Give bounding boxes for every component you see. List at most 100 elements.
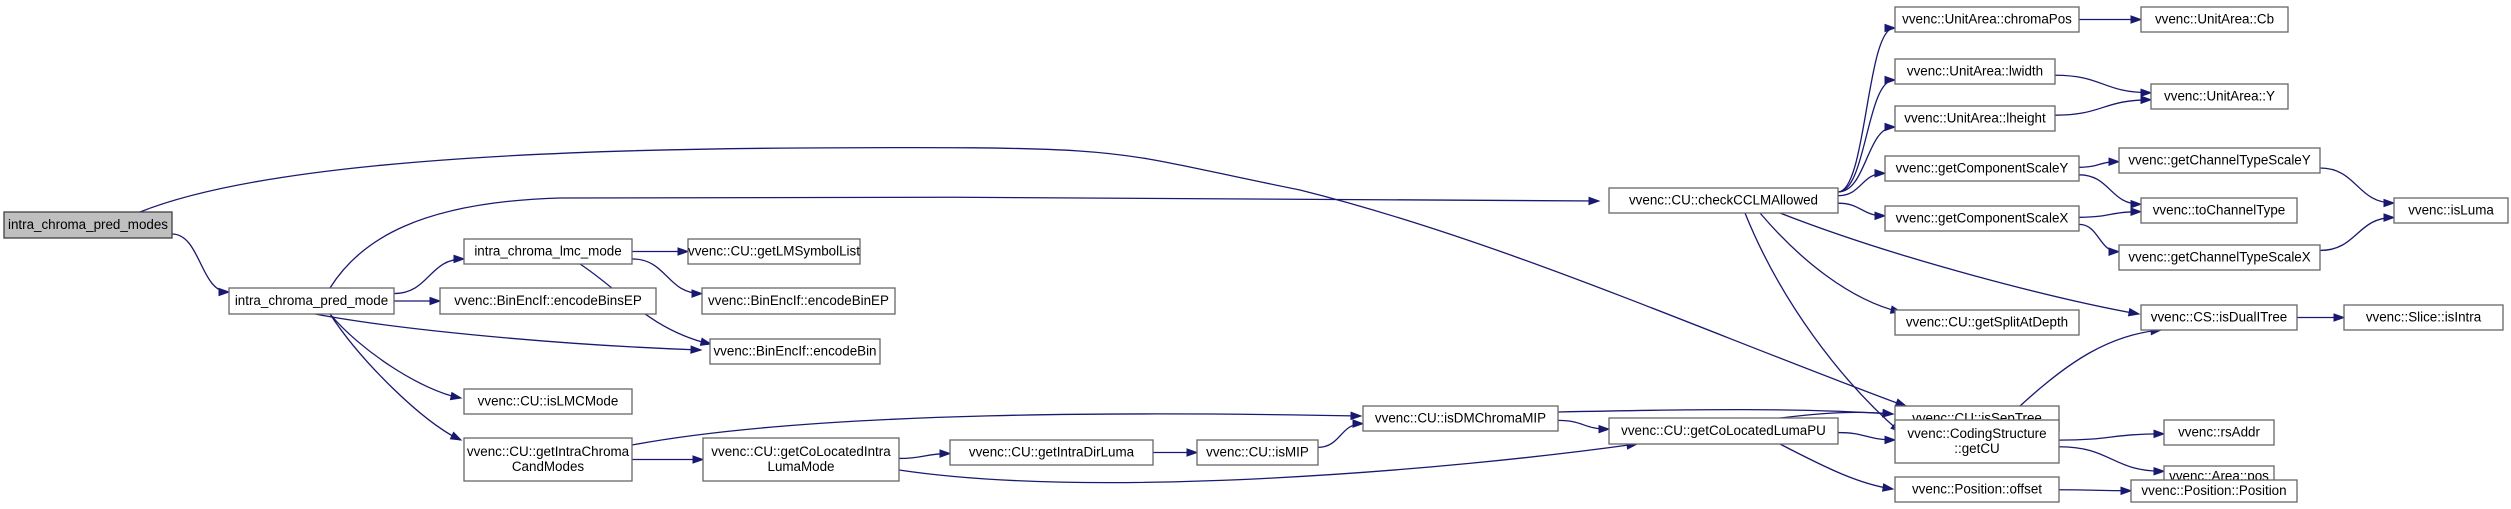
edge-line: [1837, 27, 1895, 193]
node-intra_chroma_pred_mode[interactable]: intra_chroma_pred_mode: [228, 287, 395, 315]
edge-isSepTree-to-isDualITree: [2019, 326, 2163, 407]
node-box: [2393, 197, 2509, 224]
arrowhead: [218, 287, 231, 297]
node-getCU[interactable]: vvenc::CodingStructure::getCU: [1894, 419, 2060, 464]
node-Y[interactable]: vvenc::UnitArea::Y: [2150, 83, 2289, 110]
node-label: vvenc::BinEncIf::encodeBin: [713, 344, 876, 359]
node-isLuma[interactable]: vvenc::isLuma: [2393, 197, 2509, 224]
arrowhead: [2140, 95, 2153, 105]
arrowhead: [1884, 435, 1897, 445]
edge-line: [139, 146, 1906, 407]
node-box: [2163, 419, 2275, 446]
arrowhead: [2153, 429, 2166, 439]
arrowhead: [699, 337, 713, 346]
node-getComponentScaleY[interactable]: vvenc::getComponentScaleY: [1884, 155, 2080, 182]
node-getIntraDirLuma[interactable]: vvenc::CU::getIntraDirLuma: [949, 439, 1154, 466]
node-isMIP[interactable]: vvenc::CU::isMIP: [1196, 439, 1319, 466]
node-label: vvenc::CU::getCoLocatedLumaPU: [1621, 423, 1826, 438]
node-getChannelTypeScaleX[interactable]: vvenc::getChannelTypeScaleX: [2118, 244, 2321, 271]
node-label: vvenc::CU::getLMSymbolList: [688, 244, 860, 259]
node-encodeBinsEP[interactable]: vvenc::BinEncIf::encodeBinsEP: [439, 287, 657, 315]
edge-getCoLocatedLumaPU-to-offset: [1779, 443, 1895, 492]
node-box: [2140, 6, 2289, 33]
edge-getCoLocatedLumaPU-to-getCU: [1837, 431, 1897, 445]
node-isLMCMode[interactable]: vvenc::CU::isLMCMode: [463, 388, 633, 415]
arrowhead: [2333, 313, 2346, 322]
node-box: [1894, 419, 2060, 464]
arrowhead: [1884, 23, 1897, 33]
node-Cb[interactable]: vvenc::UnitArea::Cb: [2140, 6, 2289, 33]
node-getLMSymbolList[interactable]: vvenc::CU::getLMSymbolList: [687, 238, 861, 265]
edge-checkCCLMAllowed-to-getComponentScaleX: [1837, 202, 1887, 221]
node-isIntra[interactable]: vvenc::Slice::isIntra: [2343, 304, 2504, 331]
edge-line: [1557, 408, 1893, 415]
node-intra_chroma_pred_modes[interactable]: intra_chroma_pred_modes: [3, 211, 173, 239]
edges-layer: [139, 15, 2396, 496]
edge-getIntraDirLuma-to-isMIP: [1153, 448, 1199, 457]
arrowhead: [1352, 419, 1365, 428]
node-rsAddr[interactable]: vvenc::rsAddr: [2163, 419, 2275, 446]
edge-line: [2078, 223, 2119, 253]
arrowhead: [1894, 398, 1908, 407]
node-label: vvenc::CU::isMIP: [1206, 445, 1309, 460]
node-box: [463, 437, 633, 482]
nodes-layer: intra_chroma_pred_modes intra_chroma_pred…: [3, 6, 2509, 503]
node-encodeBin[interactable]: vvenc::BinEncIf::encodeBin: [709, 338, 881, 365]
node-box: [2140, 197, 2298, 224]
arrowhead: [1882, 408, 1895, 418]
node-box: [1884, 205, 2080, 232]
node-label: vvenc::UnitArea::chromaPos: [1902, 12, 2072, 27]
node-isDMChromaMIP[interactable]: vvenc::CU::isDMChromaMIP: [1362, 405, 1559, 432]
node-lwidth[interactable]: vvenc::UnitArea::lwidth: [1894, 58, 2056, 85]
arrowhead: [1884, 75, 1897, 85]
edge-intra_chroma_pred_mode-to-checkCCLMAllowed: [329, 196, 1601, 289]
node-label: vvenc::UnitArea::lheight: [1904, 111, 2046, 126]
arrowhead: [2130, 15, 2143, 24]
node-getComponentScaleX[interactable]: vvenc::getComponentScaleX: [1884, 205, 2080, 232]
arrowhead: [449, 431, 463, 441]
edge-getCU-to-AreaPos: [2058, 446, 2166, 476]
node-box: [949, 439, 1154, 466]
edge-getComponentScaleX-to-getChannelTypeScaleX: [2078, 223, 2121, 256]
edge-checkCCLMAllowed-to-lwidth: [1837, 75, 1897, 193]
arrowhead: [429, 296, 442, 306]
node-checkCCLMAllowed[interactable]: vvenc::CU::checkCCLMAllowed: [1608, 187, 1839, 214]
node-box: [1608, 417, 1839, 445]
node-lheight[interactable]: vvenc::UnitArea::lheight: [1894, 105, 2056, 132]
node-label: intra_chroma_lmc_mode: [474, 244, 621, 259]
node-box: [1894, 309, 2080, 336]
node-label: vvenc::Position::Position: [2141, 483, 2286, 498]
node-chromaPos[interactable]: vvenc::UnitArea::chromaPos: [1894, 6, 2080, 33]
node-label: vvenc::CU::getSplitAtDepth: [1906, 315, 2068, 330]
node-getChannelTypeScaleY[interactable]: vvenc::getChannelTypeScaleY: [2118, 147, 2321, 174]
node-PositionCtor[interactable]: vvenc::Position::Position: [2130, 479, 2298, 503]
node-label: vvenc::CS::isDualITree: [2151, 310, 2287, 325]
node-toChannelType[interactable]: vvenc::toChannelType: [2140, 197, 2298, 224]
node-encodeBinEP[interactable]: vvenc::BinEncIf::encodeBinEP: [701, 287, 896, 315]
arrowhead: [690, 345, 703, 354]
arrowhead: [677, 247, 690, 256]
arrowhead: [2127, 307, 2141, 317]
edge-intra_chroma_pred_mode-to-getIntraChromaCandModes: [329, 313, 463, 441]
node-label: intra_chroma_pred_modes: [8, 217, 168, 232]
edge-line: [171, 233, 229, 293]
edge-checkCCLMAllowed-to-getComponentScaleY: [1837, 168, 1887, 197]
node-getCoLocatedLumaPU[interactable]: vvenc::CU::getCoLocatedLumaPU: [1608, 417, 1839, 445]
node-intra_chroma_lmc_mode[interactable]: intra_chroma_lmc_mode: [463, 238, 633, 265]
arrowhead: [2108, 247, 2121, 256]
node-box: [2140, 304, 2298, 331]
node-isDualITree[interactable]: vvenc::CS::isDualITree: [2140, 304, 2298, 331]
node-getSplitAtDepth[interactable]: vvenc::CU::getSplitAtDepth: [1894, 309, 2080, 336]
node-box: [2118, 147, 2321, 174]
edge-offset-to-PositionCtor: [2058, 486, 2133, 496]
edge-isDMChromaMIP-to-isSepTree: [1557, 408, 1895, 418]
edge-line: [1779, 411, 1893, 419]
edge-lheight-to-Y: [2054, 95, 2153, 116]
edge-checkCCLMAllowed-to-getCU: [1744, 212, 1903, 433]
node-label: vvenc::toChannelType: [2153, 203, 2286, 218]
node-offset[interactable]: vvenc::Position::offset: [1894, 476, 2060, 503]
node-label: LumaMode: [768, 459, 835, 474]
node-box: [1894, 105, 2056, 132]
